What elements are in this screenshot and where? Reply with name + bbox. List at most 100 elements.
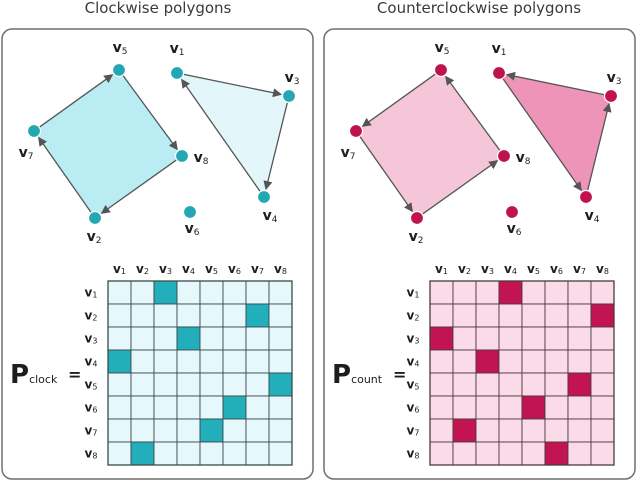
vertex-v3 — [281, 88, 297, 104]
matrix-cell-filled — [544, 441, 569, 466]
matrix-cell-empty — [268, 349, 293, 374]
matrix-row-header-v4: v4 — [85, 355, 98, 369]
matrix-cell-empty — [130, 349, 155, 374]
vertex-v6 — [182, 204, 198, 220]
vertex-v8 — [174, 148, 190, 164]
matrix-cell-filled — [429, 326, 454, 351]
matrix-cell-empty — [498, 441, 523, 466]
vertex-label-v1: v1 — [170, 41, 185, 58]
matrix-cell-filled — [521, 395, 546, 420]
matrix-cell-empty — [245, 349, 270, 374]
matrix-cell-empty — [521, 303, 546, 328]
matrix-cell-filled — [590, 303, 615, 328]
vertex-v8 — [496, 148, 512, 164]
matrix-column-header-v4: v4 — [182, 262, 195, 276]
matrix-cell-empty — [245, 326, 270, 351]
matrix-cell-empty — [521, 441, 546, 466]
polygon-b-fill — [177, 73, 289, 197]
edge-v8-to-v5 — [445, 75, 501, 151]
matrix-cell-empty — [222, 326, 247, 351]
matrix-cell-filled — [452, 418, 477, 443]
matrix-cell-empty — [130, 395, 155, 420]
matrix-cell-empty — [153, 441, 178, 466]
matrix-cell-empty — [498, 418, 523, 443]
matrix-cell-empty — [498, 326, 523, 351]
matrix-cell-filled — [498, 280, 523, 305]
matrix-cell-empty — [153, 326, 178, 351]
vertex-label-v8: v8 — [194, 150, 209, 167]
polygon-a-fill — [356, 70, 504, 218]
matrix-row-header-v7: v7 — [407, 424, 420, 438]
matrix-column-header-v4: v4 — [504, 262, 517, 276]
matrix-cell-empty — [567, 280, 592, 305]
edge-v3-to-v4 — [263, 102, 288, 191]
matrix-cell-filled — [130, 441, 155, 466]
matrix-row-header-v8: v8 — [407, 447, 420, 461]
matrix-column-header-v2: v2 — [136, 262, 149, 276]
vertex-label-v4: v4 — [263, 208, 278, 225]
matrix-cell-empty — [199, 349, 224, 374]
vertex-label-v8: v8 — [516, 150, 531, 167]
matrix-cell-filled — [153, 280, 178, 305]
edge-v1-to-v3 — [183, 73, 283, 98]
matrix-row-header-v3: v3 — [85, 332, 98, 346]
counterclockwise-matrix-label: Pcount= — [332, 360, 406, 390]
matrix-row-header-v3: v3 — [407, 332, 420, 346]
matrix-cell-empty — [107, 418, 132, 443]
matrix-cell-empty — [567, 395, 592, 420]
matrix-row-header-v2: v2 — [407, 309, 420, 323]
matrix-cell-empty — [153, 303, 178, 328]
matrix-column-header-v6: v6 — [228, 262, 241, 276]
matrix-cell-empty — [475, 280, 500, 305]
matrix-column-header-v7: v7 — [251, 262, 264, 276]
matrix-cell-empty — [498, 372, 523, 397]
matrix-cell-empty — [590, 372, 615, 397]
edge-v5-to-v7 — [361, 73, 436, 127]
matrix-row-header-v7: v7 — [85, 424, 98, 438]
matrix-cell-empty — [176, 349, 201, 374]
matrix-cell-empty — [153, 349, 178, 374]
matrix-cell-empty — [567, 326, 592, 351]
edge-v7-to-v2 — [359, 136, 413, 213]
matrix-border — [107, 280, 293, 466]
edge-v3-to-v1 — [505, 71, 605, 96]
edge-v1-to-v4 — [502, 78, 582, 192]
vertex-label-v6: v6 — [185, 221, 200, 238]
matrix-cell-empty — [268, 280, 293, 305]
vertex-v5 — [111, 62, 127, 78]
matrix-cell-empty — [498, 395, 523, 420]
edge-v4-to-v1 — [181, 78, 261, 192]
matrix-cell-empty — [199, 441, 224, 466]
matrix-cell-empty — [521, 326, 546, 351]
matrix-column-header-v1: v1 — [435, 262, 448, 276]
matrix-cell-empty — [245, 280, 270, 305]
matrix-column-header-v5: v5 — [527, 262, 540, 276]
matrix-row-header-v6: v6 — [407, 401, 420, 415]
matrix-cell-empty — [107, 326, 132, 351]
vertex-label-v5: v5 — [435, 40, 450, 57]
matrix-cell-empty — [153, 372, 178, 397]
matrix-column-header-v3: v3 — [159, 262, 172, 276]
matrix-cell-empty — [475, 326, 500, 351]
clockwise-matrix-label: Pclock= — [10, 360, 81, 390]
matrix-cell-empty — [222, 280, 247, 305]
matrix-cell-filled — [268, 372, 293, 397]
matrix-cell-empty — [130, 303, 155, 328]
matrix-cell-empty — [498, 303, 523, 328]
matrix-cell-empty — [521, 349, 546, 374]
matrix-cell-empty — [567, 303, 592, 328]
matrix-row-header-v6: v6 — [85, 401, 98, 415]
matrix-cell-empty — [199, 395, 224, 420]
matrix-cell-empty — [475, 372, 500, 397]
matrix-cell-empty — [222, 441, 247, 466]
matrix-cell-empty — [544, 349, 569, 374]
matrix-cell-empty — [176, 441, 201, 466]
matrix-row-header-v1: v1 — [85, 286, 98, 300]
matrix-cell-empty — [245, 418, 270, 443]
matrix-cell-empty — [268, 395, 293, 420]
matrix-cell-empty — [199, 372, 224, 397]
matrix-cell-empty — [567, 441, 592, 466]
